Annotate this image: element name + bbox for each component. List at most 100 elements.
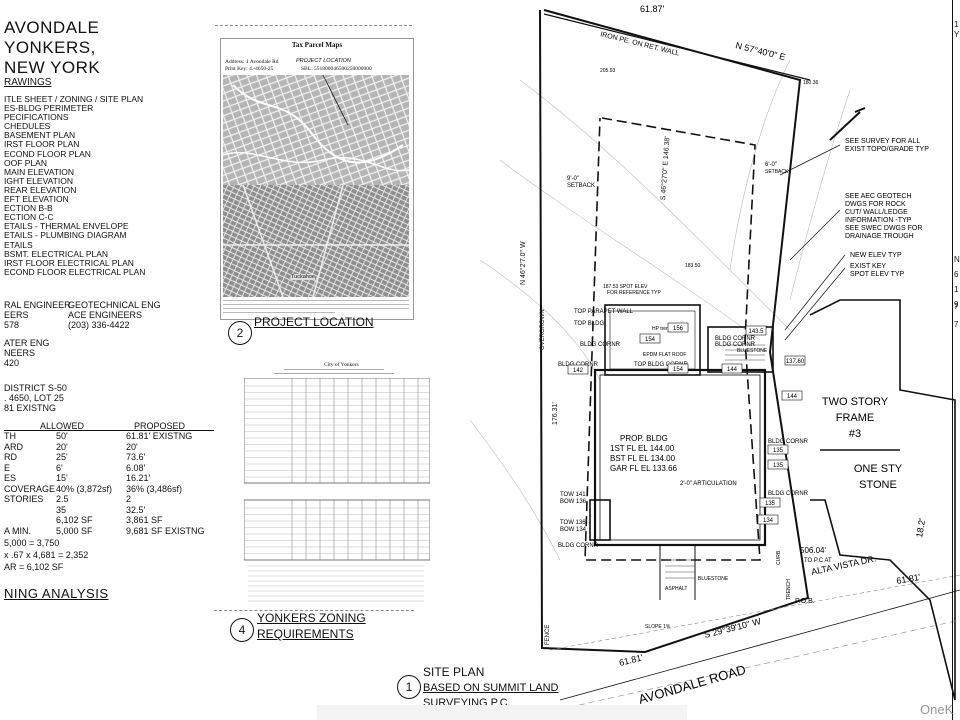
- tax-map-fine-print: [223, 297, 409, 317]
- bottom-distance: 61.81': [618, 652, 644, 668]
- setback-label-left: SETBACK: [567, 183, 595, 189]
- zoning-label: ES: [4, 473, 17, 483]
- bluestone-label: BLUESTONE: [698, 576, 729, 582]
- zoning-proposed: 32.5': [126, 504, 146, 515]
- project-location-tag: PROJECT LOCATION: [296, 58, 351, 64]
- drawing-list-item: MAIN ELEVATION: [4, 166, 75, 177]
- zoning-label: ARD: [4, 441, 24, 452]
- strip-char: 9: [954, 300, 959, 309]
- req-table: [244, 499, 430, 561]
- drawing-list-item: BASEMENT PLAN: [4, 130, 76, 141]
- bottom-bearing: S 29°39'10" W: [703, 616, 762, 640]
- drawing-list-item: ECTION B-B: [4, 203, 53, 214]
- zoning-req-table-graphic: [244, 378, 430, 602]
- drawing-list-item: ECOND FLOOR ELECTRICAL PLAN: [4, 266, 146, 277]
- engineer-left-line: 578: [4, 320, 20, 330]
- curb-label: CURB: [776, 550, 782, 565]
- exist-key-note: SPOT ELEV TYP: [850, 271, 905, 278]
- articulation-note: 2'-0" ARTICULATION: [680, 481, 737, 487]
- zoning-district: DISTRICT S-50 . 4650, LOT 25 81 EXISTNG: [4, 383, 67, 413]
- spot-elev-value: 144: [787, 394, 798, 400]
- strip-char: 1: [954, 20, 959, 29]
- spot-elev-box: [784, 355, 806, 366]
- geotech-note: SEE AEC GEOTECH: [845, 193, 912, 200]
- bldg-cornr: BLDG CORNR: [768, 491, 809, 497]
- basement-floor-elev: BST FL EL 134.00: [610, 454, 676, 463]
- dim-18-2: 18.2': [914, 517, 927, 538]
- note-leaders: [779, 144, 846, 341]
- map-place-label: Tuckahoe: [291, 274, 315, 280]
- zoning-req-caption-2: REQUIREMENTS: [257, 627, 354, 641]
- engineer-right-line: (203) 336-4422: [68, 320, 130, 330]
- spot-elev-box: [639, 333, 661, 344]
- bldg-cornr: BLDG CORNR: [715, 342, 756, 348]
- zoning-district-line: DISTRICT S-50: [4, 383, 67, 393]
- project-title-line-2: YONKERS,: [4, 38, 96, 57]
- zoning-label: TH: [4, 431, 16, 441]
- zoning-proposed: 6.08': [126, 462, 146, 473]
- drawing-list-item: ETAILS - THERMAL ENVELOPE: [4, 221, 129, 232]
- water-line: [529, 619, 960, 717]
- one-sty-label: STONE: [859, 479, 897, 491]
- geotech-note: DRAINAGE TROUGH: [845, 233, 914, 240]
- pob-label: P.O.B.: [795, 598, 815, 605]
- bldg-cornr: BLDG CORNR: [768, 439, 809, 445]
- spot-elev-value: 154: [673, 367, 684, 373]
- spot-elev-value: 142: [573, 368, 584, 374]
- zoning-label: COVERAGE: [4, 483, 56, 494]
- two-story-label: #3: [849, 428, 861, 440]
- location-leader: [322, 75, 349, 126]
- project-title-line-1: AVONDALE: [4, 18, 100, 37]
- tax-map-image: [223, 75, 409, 297]
- zoning-allowed: 2.5: [56, 494, 69, 504]
- engineer-left-line: EERS: [4, 310, 29, 320]
- setback-line: [584, 117, 761, 561]
- spot-elev-value: 135: [773, 463, 784, 469]
- zoning-label: E: [4, 462, 11, 473]
- zoning-calc: 5,000 = 3,750 x .67 x 4,681 = 2,352 AR =…: [4, 538, 88, 572]
- strip-char: N: [954, 255, 960, 264]
- strip-char: 7: [954, 320, 959, 329]
- zoning-row: E 6' 6.08': [4, 463, 214, 474]
- first-floor-elev: 1ST FL EL 144.00: [610, 444, 675, 453]
- bldg-cornr: BLDG CORNR: [558, 543, 599, 549]
- drawing-list-item: ECOND FLOOR PLAN: [4, 148, 91, 159]
- map-bottom-area: [223, 185, 409, 297]
- two-story-label: FRAME: [836, 412, 875, 424]
- spot-elev-box: [767, 459, 789, 470]
- exist-key-note: EXIST KEY: [850, 263, 886, 270]
- zoning-allowed: 20': [56, 441, 68, 452]
- one-sty-label: ONE STY: [854, 463, 903, 475]
- drawing-list-item: PECIFICATIONS: [4, 112, 69, 123]
- fine-line: [284, 369, 384, 370]
- zoning-allowed: 50': [56, 431, 68, 441]
- panel-divider: [214, 610, 414, 611]
- zoning-allowed: 6': [56, 462, 63, 473]
- bow-134: BOW 134: [560, 527, 587, 533]
- alta-elev: 506.04': [800, 546, 826, 555]
- property-line: [539, 9, 810, 654]
- setback-9: 9'-0": [567, 176, 579, 182]
- zoning-allowed: 25': [56, 452, 68, 462]
- epdm-label: EPDM FLAT ROOF: [643, 352, 686, 358]
- zoning-allowed: 40% (3,872sf): [56, 483, 113, 494]
- retaining-wall: [543, 13, 811, 81]
- drawing-list-item: ETAILS - PLUMBING DIAGRAM: [4, 230, 127, 241]
- spot-elev-box: [757, 514, 779, 525]
- water-engineer-line: NEERS: [4, 348, 36, 358]
- new-elev-note: NEW ELEV TYP: [850, 252, 902, 259]
- bluestone-label: BLUESTONE: [737, 348, 768, 354]
- drawing-list-item: BSMT. ELECTRICAL PLAN: [4, 248, 109, 259]
- project-location-caption: PROJECT LOCATION: [254, 315, 374, 329]
- survey-note: SEE SURVEY FOR ALL: [845, 138, 920, 145]
- elev-label: 183.50: [685, 263, 701, 269]
